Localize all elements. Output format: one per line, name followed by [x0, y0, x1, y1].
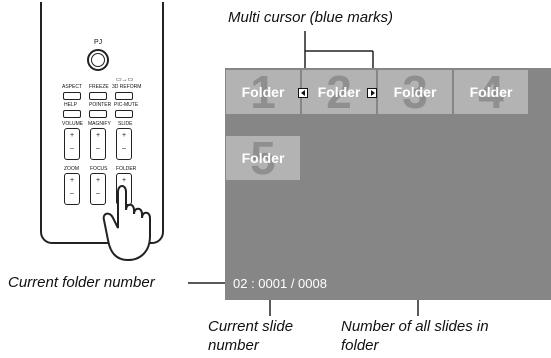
callout-all-slides-line1: Number of all slides in: [341, 318, 489, 335]
folder-tile-3[interactable]: 3 Folder: [378, 70, 452, 114]
freeze-button: [89, 92, 107, 100]
folder-label: Folder: [241, 84, 285, 100]
remote-label-aspect: ASPECT: [62, 84, 83, 90]
folder-tile-1[interactable]: 1 Folder: [226, 70, 300, 114]
callout-current-slide-line1: Current slide: [208, 318, 294, 335]
folder-label: Folder: [393, 84, 437, 100]
help-button: [63, 110, 81, 118]
folder-slide-status: 02 : 0001 / 0008: [233, 276, 327, 291]
remote-label-picmute: PIC-MUTE: [114, 102, 139, 108]
remote-label-folder: FOLDER: [116, 166, 137, 172]
cursor-right-icon: [367, 88, 377, 98]
pointer-button: [89, 110, 107, 118]
pj-button: [87, 49, 109, 71]
folder-label: Folder: [317, 84, 361, 100]
folder-number: 5: [250, 136, 276, 180]
folder-number: 2: [326, 70, 352, 114]
folder-tile-4[interactable]: 4 Folder: [454, 70, 528, 114]
pj-button-inner: [91, 53, 105, 67]
folder-label: Folder: [241, 150, 285, 166]
cursor-left-icon: [298, 88, 308, 98]
remote-pj-label: PJ: [94, 39, 103, 46]
remote-label-magnify: MAGNIFY: [88, 121, 111, 127]
remote-label-focus: FOCUS: [90, 166, 108, 172]
3d-reform-button: [115, 92, 133, 100]
remote-label-help: HELP: [64, 102, 78, 108]
remote-label-volume: VOLUME: [62, 121, 84, 127]
folder-number: 4: [478, 70, 504, 114]
magnify-stepper: +–: [90, 128, 106, 160]
focus-stepper: +–: [90, 173, 106, 205]
remote-label-zoom: ZOOM: [64, 166, 79, 172]
callout-multi-cursor: Multi cursor (blue marks): [228, 9, 394, 26]
callout-all-slides-line2: folder: [341, 337, 379, 354]
pic-mute-button: [115, 110, 133, 118]
folder-number: 3: [402, 70, 428, 114]
callout-current-folder-number: Current folder number: [8, 274, 155, 291]
remote-label-freeze: FREEZE: [89, 84, 109, 90]
callout-current-slide-line2: number: [208, 337, 259, 354]
swap-symbol: ▭→▭: [116, 77, 134, 83]
folder-number: 1: [250, 70, 276, 114]
remote-label-slide: SLIDE: [118, 121, 133, 127]
slide-stepper: +–: [116, 128, 132, 160]
aspect-button: [63, 92, 81, 100]
remote-label-pointer: POINTER: [89, 102, 112, 108]
volume-stepper: +–: [64, 128, 80, 160]
folder-tile-2[interactable]: 2 Folder: [302, 70, 376, 114]
remote-label-3dreform: 3D REFORM: [112, 84, 142, 90]
zoom-stepper: +–: [64, 173, 80, 205]
folder-tile-5[interactable]: 5 Folder: [226, 136, 300, 180]
folder-label: Folder: [469, 84, 513, 100]
